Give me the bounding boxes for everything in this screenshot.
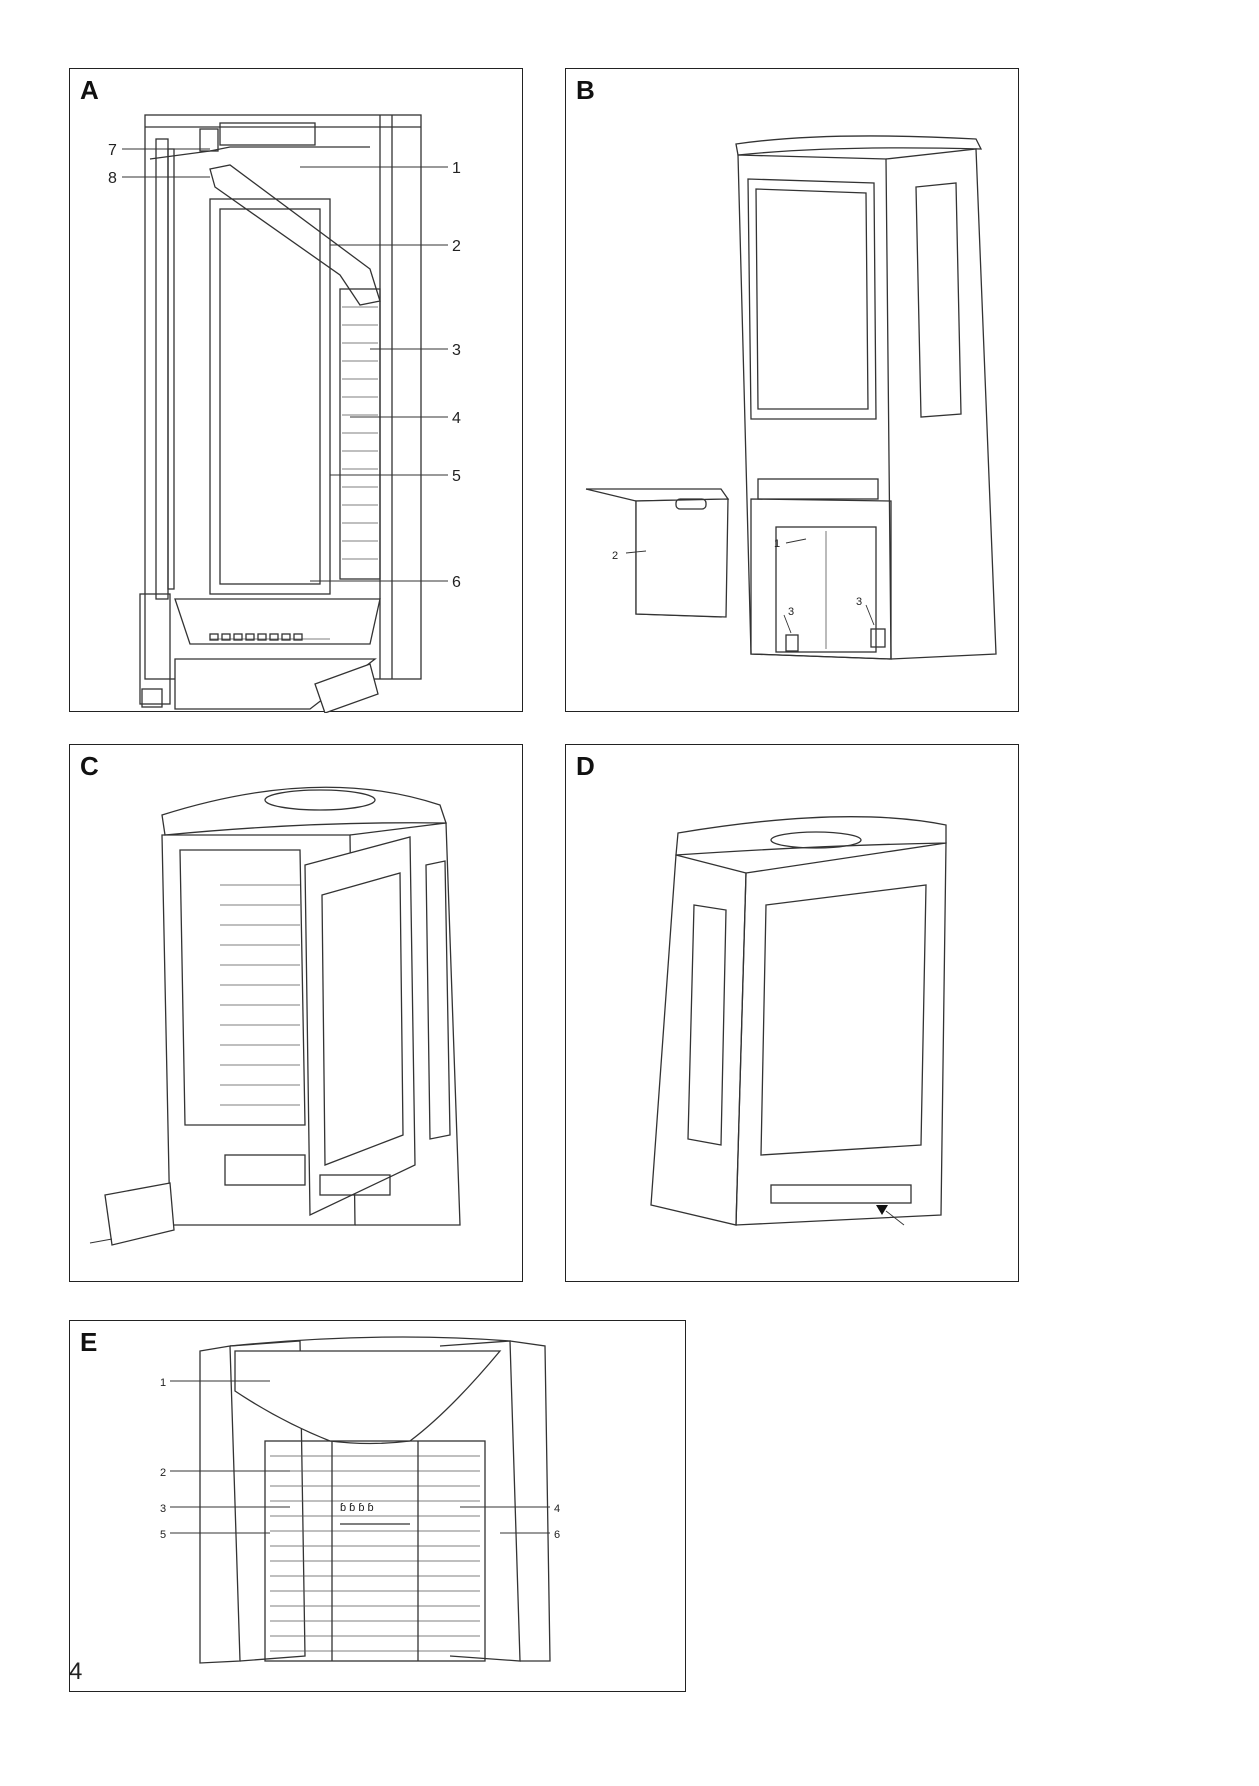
grate-bowl — [174, 598, 381, 645]
callout-a-6: 6 — [452, 574, 461, 591]
callout-b-3-right: 3 — [856, 596, 862, 608]
callout-b-2: 2 — [612, 550, 618, 562]
callout-a-8: 8 — [108, 170, 117, 187]
panel-b-letter: B — [576, 75, 595, 105]
panel-e-letter: E — [80, 1327, 98, 1357]
callout-b-1: 1 — [774, 538, 780, 550]
panel-b-drawing: 2 1 3 3 — [585, 135, 997, 660]
callout-e-3: 3 — [160, 1503, 166, 1515]
firebox-ribs — [220, 884, 300, 1106]
callout-a-5: 5 — [452, 468, 461, 485]
panel-a: A — [69, 68, 523, 713]
callout-e-6: 6 — [554, 1529, 560, 1541]
svg-text:ɓ ɓ ɓ ɓ: ɓ ɓ ɓ ɓ — [340, 1502, 374, 1514]
callout-a-4: 4 — [452, 410, 461, 427]
baffle-plate — [209, 164, 381, 306]
panel-d: D — [565, 744, 1019, 1282]
panel-d-drawing — [650, 816, 947, 1226]
side-ribs — [339, 288, 381, 580]
callout-a-2: 2 — [452, 238, 461, 255]
top-baffle — [234, 1350, 502, 1445]
open-door — [304, 836, 416, 1217]
callout-b-3-left: 3 — [788, 606, 794, 618]
panel-c-drawing — [89, 786, 461, 1246]
panel-d-letter: D — [576, 751, 595, 781]
callout-e-5: 5 — [160, 1529, 166, 1541]
callout-e-4: 4 — [554, 1503, 560, 1515]
ash-door — [104, 1182, 175, 1246]
callout-e-2: 2 — [160, 1467, 166, 1479]
grate-bars — [209, 633, 303, 641]
callout-e-1: 1 — [160, 1377, 166, 1389]
panel-c: C — [69, 744, 523, 1282]
callout-a-7: 7 — [108, 142, 117, 159]
panel-a-letter: A — [80, 75, 99, 105]
down-arrow-icon — [876, 1205, 888, 1215]
panel-b: B 2 1 3 3 — [565, 68, 1019, 712]
panel-a-drawing: 7 8 1 2 3 4 5 6 — [108, 114, 461, 713]
panel-e-drawing: ɓ ɓ ɓ ɓ 1 2 3 5 4 6 — [160, 1336, 560, 1664]
back-ribs — [270, 1455, 480, 1652]
callout-a-3: 3 — [452, 342, 461, 359]
panel-c-letter: C — [80, 751, 99, 781]
panel-e: E ɓ ɓ — [69, 1320, 686, 1692]
callout-a-1: 1 — [452, 160, 461, 177]
top-plate — [735, 135, 983, 156]
page-number: 4 — [69, 1658, 83, 1685]
